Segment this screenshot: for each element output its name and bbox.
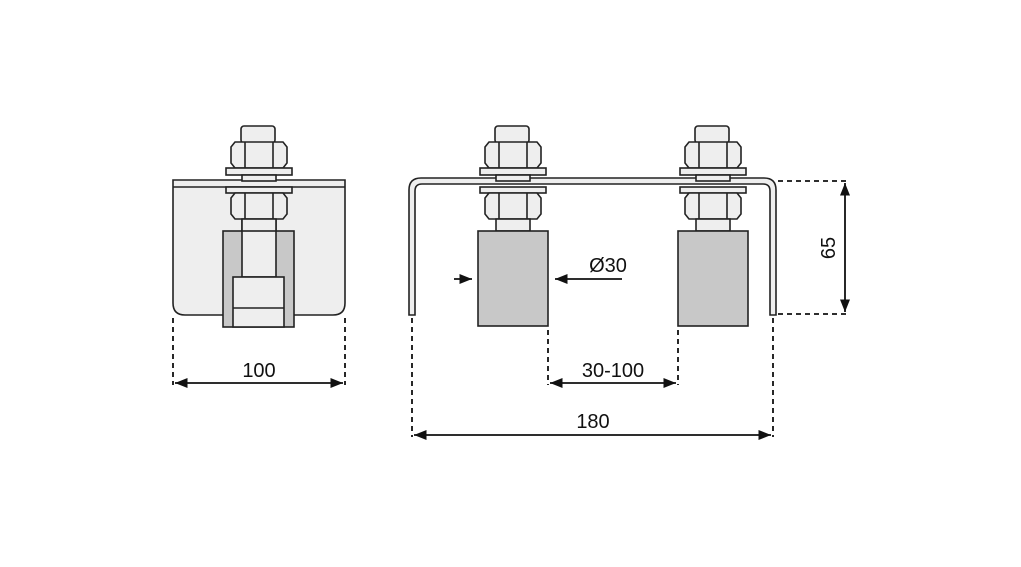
dimension-label-65: 65 (818, 237, 840, 259)
roller-left (477, 230, 549, 327)
dimension-label-diameter: Ø30 (589, 255, 627, 277)
u-bracket (408, 177, 777, 316)
bolt-nut-assembly (225, 125, 293, 232)
dimension-label-100: 100 (242, 360, 275, 382)
roller-slot (232, 276, 285, 328)
side-view: 100 (172, 125, 346, 389)
dimension-label-180: 180 (576, 411, 609, 433)
dimension-label-spacing: 30-100 (582, 360, 644, 382)
roller-right (677, 230, 749, 327)
front-view: Ø30 30-100 180 65 (408, 125, 851, 441)
